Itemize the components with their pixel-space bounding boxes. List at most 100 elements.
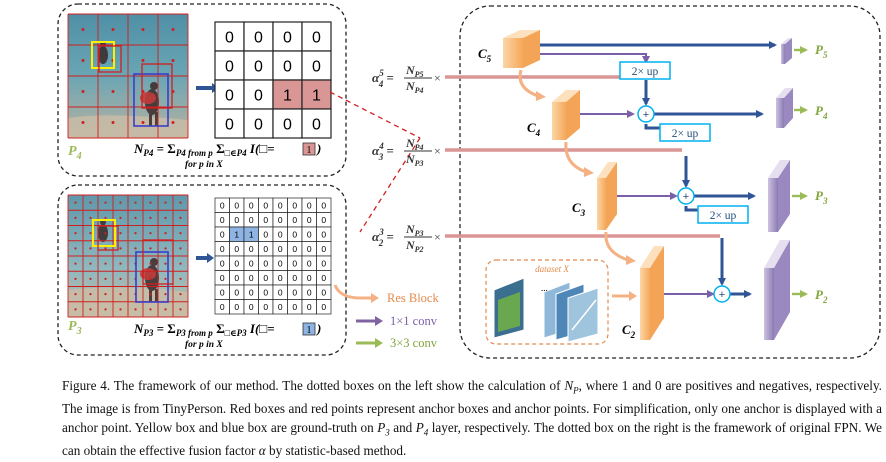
grid-cell-value: 0 (292, 215, 297, 225)
grid-cell-value: 0 (220, 244, 225, 254)
grid-cell-value: 0 (307, 229, 312, 239)
svg-text:): ) (316, 321, 321, 336)
dataset-images: ... (493, 277, 599, 343)
grid-cell-value: 0 (234, 273, 239, 283)
blue-gt-box (133, 73, 169, 127)
c2-block (640, 246, 664, 340)
anchor-point (89, 277, 92, 280)
anchor-point (89, 201, 92, 204)
anchor-point (164, 308, 167, 311)
anchor-point (89, 216, 92, 219)
anchor-point (164, 293, 167, 296)
anchor-point (179, 308, 182, 311)
grid-cell-value: 0 (292, 302, 297, 312)
anchor-point (149, 277, 152, 280)
c3-block (597, 162, 617, 230)
c5-block (503, 30, 540, 68)
grid-cell-value: 0 (278, 215, 283, 225)
svg-text:NP5: NP5 (405, 63, 424, 79)
anchor-point (81, 90, 85, 93)
dataset-label: dataset X (535, 264, 569, 274)
svg-text:2× up: 2× up (672, 128, 699, 140)
blue-gt-box (135, 251, 169, 303)
anchor-point (164, 216, 167, 219)
grid-cell-value: 0 (249, 287, 254, 297)
grid-cell-value: 0 (249, 215, 254, 225)
red-anchor-box (98, 45, 122, 73)
p-label: P4 (815, 103, 828, 121)
anchor-point (119, 232, 122, 235)
anchor-point (164, 232, 167, 235)
anchor-point (89, 293, 92, 296)
c4-block (552, 90, 580, 140)
anchor-point (74, 232, 77, 235)
legend-res-block: Res Block (387, 291, 439, 305)
upsample-box-3: 2× up (697, 205, 749, 224)
svg-text:+: + (719, 289, 725, 301)
grid-cell-value: 0 (278, 200, 283, 210)
anchor-point (81, 59, 85, 62)
plus-node: + (637, 105, 655, 123)
p4-block (776, 88, 793, 128)
anchor-point (89, 247, 92, 250)
grid-cell-value: 0 (307, 200, 312, 210)
grid-cell-value: 0 (278, 287, 283, 297)
p4-layer-label: P4 (68, 144, 82, 162)
grid-cell-value: 1 (312, 87, 321, 104)
red-anchor-box (97, 225, 119, 251)
anchor-point (164, 262, 167, 265)
grid-cell-value: 0 (292, 258, 297, 268)
anchor-point (89, 308, 92, 311)
p3-count-formula: NP3 = ΣP3 from p Σ□∈P3 I(□= 1 ) for p in… (133, 321, 321, 350)
grid-cell-value: 0 (312, 58, 321, 75)
grid-cell-value: 0 (307, 287, 312, 297)
grid-cell-value: 0 (283, 116, 292, 133)
grid-cell-value: 0 (292, 229, 297, 239)
p-label: P2 (815, 287, 828, 305)
anchor-point (111, 28, 115, 31)
grid-cell-value: 0 (321, 258, 326, 268)
anchor-point (149, 201, 152, 204)
anchor-point (74, 262, 77, 265)
anchor-point (111, 90, 115, 93)
anchor-point (81, 121, 85, 124)
grid-cell-value: 0 (249, 200, 254, 210)
grid-cell-value: 0 (263, 258, 268, 268)
svg-text:NP4: NP4 (405, 136, 424, 152)
svg-text:×: × (434, 71, 441, 85)
plus-node: + (713, 285, 731, 303)
anchor-point (104, 247, 107, 250)
grid-cell-value: 0 (249, 273, 254, 283)
p-label: P5 (815, 42, 828, 60)
grid-cell-value: 0 (307, 258, 312, 268)
anchor-point (171, 121, 175, 124)
legend-conv3: 3×3 conv (390, 336, 438, 350)
grid-cell-value: 0 (321, 200, 326, 210)
grid-cell-value: 0 (254, 116, 263, 133)
anchor-point (164, 277, 167, 280)
svg-text:NP4: NP4 (405, 79, 424, 95)
svg-text:NP3: NP3 (405, 222, 424, 238)
p3-block (768, 160, 790, 232)
svg-text:×: × (434, 230, 441, 244)
grid-cell-value: 0 (307, 244, 312, 254)
svg-text:...: ... (541, 283, 548, 293)
grid-cell-value: 0 (292, 287, 297, 297)
grid-cell-value: 0 (278, 258, 283, 268)
grid-cell-value: 0 (263, 215, 268, 225)
grid-cell-value: 0 (263, 273, 268, 283)
upsample-box-1: 2× up (619, 61, 671, 80)
grid-cell-value: 0 (283, 29, 292, 46)
grid-cell-value: 0 (321, 302, 326, 312)
grid-cell-value: 0 (254, 58, 263, 75)
grid-cell-value: 0 (234, 215, 239, 225)
svg-text:+: + (683, 191, 689, 203)
anchor-point (179, 262, 182, 265)
anchor-point (134, 201, 137, 204)
highlight-connector (359, 137, 421, 233)
